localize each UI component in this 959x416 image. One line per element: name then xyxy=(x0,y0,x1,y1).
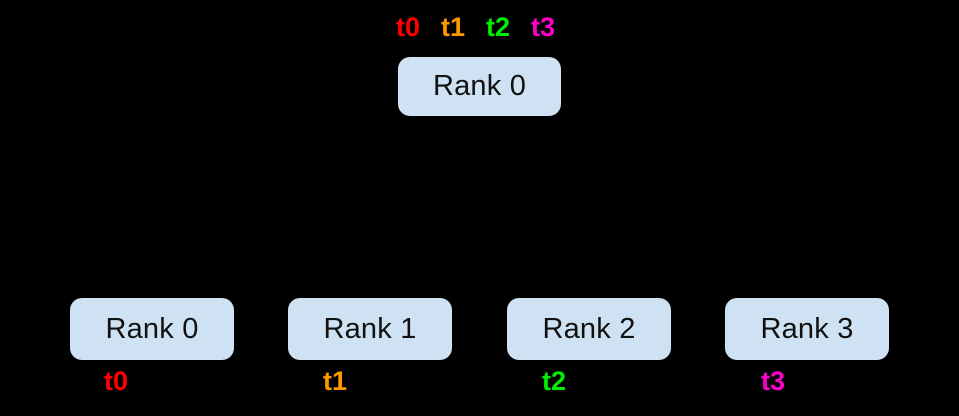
root-thread-tag-t3: t3 xyxy=(531,12,556,42)
node-rank-0: Rank 0 xyxy=(70,298,234,360)
root-thread-tag-t1: t1 xyxy=(441,12,466,42)
rank-thread-tag-t2: t2 xyxy=(542,366,567,396)
node-root-rank-0: Rank 0 xyxy=(398,57,561,116)
root-thread-tag-t0: t0 xyxy=(396,12,421,42)
node-rank-3: Rank 3 xyxy=(725,298,889,360)
node-rank-2: Rank 2 xyxy=(507,298,671,360)
rank-thread-tag-t0: t0 xyxy=(104,366,129,396)
rank-thread-tag-t1: t1 xyxy=(323,366,348,396)
node-rank-1: Rank 1 xyxy=(288,298,452,360)
rank-thread-tag-t3: t3 xyxy=(761,366,786,396)
root-thread-tag-t2: t2 xyxy=(486,12,511,42)
